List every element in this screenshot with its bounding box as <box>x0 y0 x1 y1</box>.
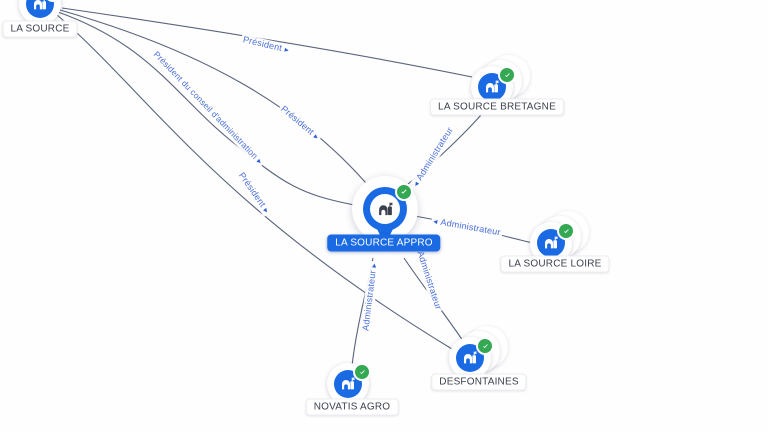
node-label[interactable]: NOVATIS AGRO <box>305 398 399 416</box>
node-label[interactable]: LA SOURCE <box>2 20 78 38</box>
verified-check-icon <box>476 337 494 355</box>
verified-check-icon <box>498 66 516 84</box>
node-label-selected[interactable]: LA SOURCE APPRO <box>327 234 441 252</box>
edge-president-desfontaines <box>55 13 453 350</box>
edge-president-appro <box>59 9 373 191</box>
company-icon <box>370 194 400 224</box>
node-label[interactable]: LA SOURCE LOIRE <box>500 255 610 273</box>
edge-pca-appro <box>57 11 361 207</box>
company-icon <box>478 73 506 101</box>
verified-check-icon <box>353 363 371 381</box>
edge-direction-arrow: ◂ <box>410 179 421 188</box>
node-label[interactable]: DESFONTAINES <box>431 373 527 391</box>
edge-direction-arrow: ◂ <box>432 216 439 226</box>
company-icon <box>26 0 54 18</box>
edge-direction-arrow: ▸ <box>368 262 379 268</box>
verified-check-icon <box>395 183 413 201</box>
edge-direction-arrow: ▸ <box>283 44 291 55</box>
verified-check-icon <box>557 222 575 240</box>
node-label[interactable]: LA SOURCE BRETAGNE <box>430 98 564 116</box>
